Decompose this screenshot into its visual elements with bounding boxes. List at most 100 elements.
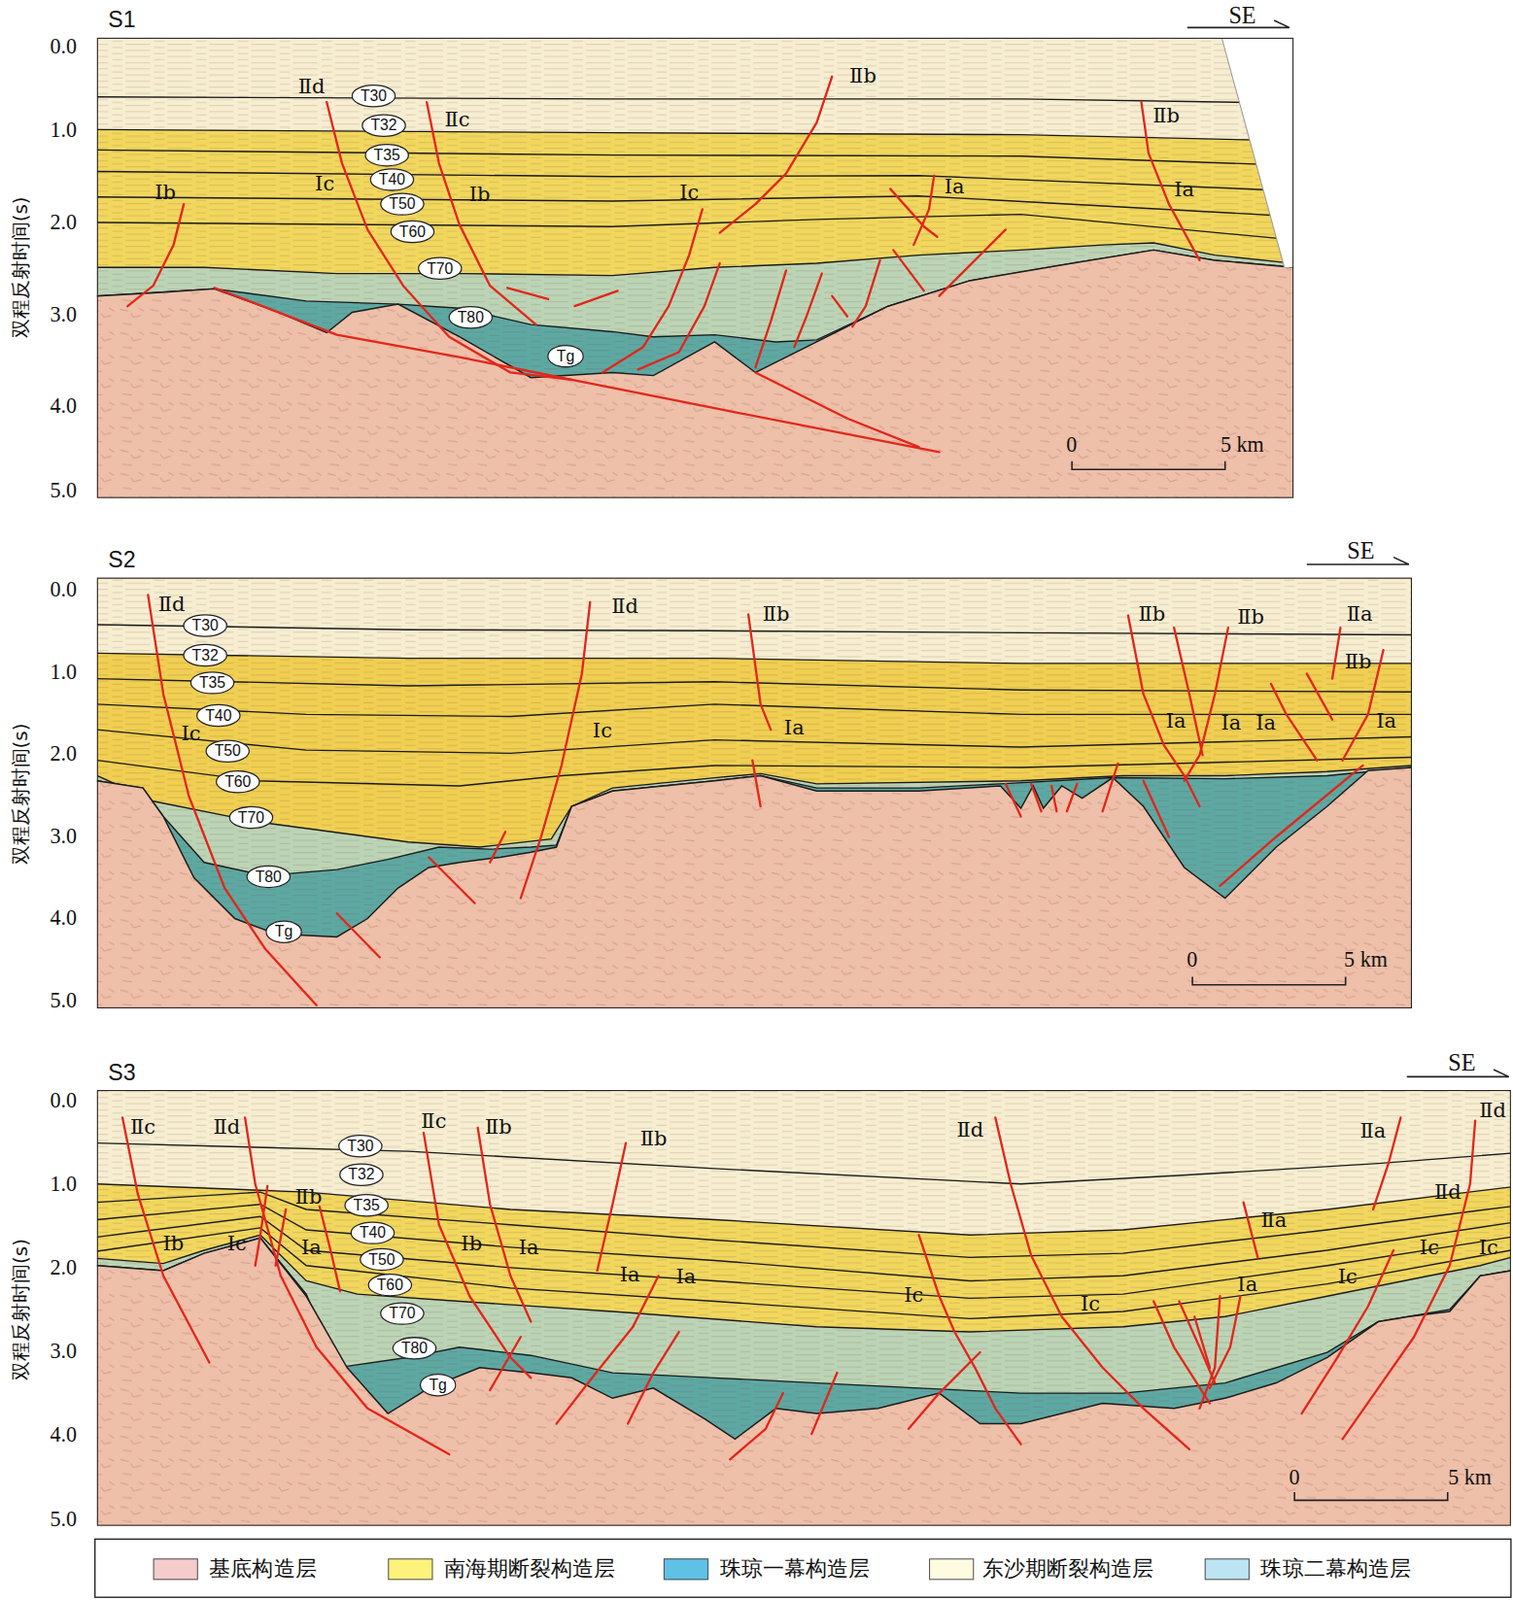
horizon-oval: T32 (361, 113, 407, 138)
horizon-name: Tg (419, 1373, 457, 1398)
seismic-graphic (97, 1090, 1512, 1527)
horizon-name: T35 (189, 670, 235, 695)
section-panel: S3T30T32T35T40T50T60T70T80Tg (97, 1090, 1512, 1527)
fault-label: Ⅱb (640, 1126, 668, 1151)
seismic-graphic (127, 204, 184, 307)
seismic-graphic (326, 102, 572, 380)
seismic-graphic (1342, 1121, 1477, 1441)
horizon-name: T35 (343, 1193, 389, 1218)
horizon-name: T30 (182, 613, 228, 638)
legend-swatch (387, 1558, 433, 1581)
fault-label: Ⅱa (1346, 601, 1374, 626)
axis-tick-label: 2.0 (49, 1255, 77, 1281)
seismic-graphic (423, 1133, 531, 1378)
seismic-graphic (852, 260, 880, 327)
seismic-graphic (489, 831, 506, 863)
fault-label: Ⅰa (675, 1264, 696, 1289)
seismic-graphic (97, 1237, 1512, 1440)
seismic-graphic (97, 129, 1294, 141)
seismic-graphic (1051, 786, 1057, 812)
horizon-name: T60 (367, 1272, 413, 1298)
seismic-graphic (337, 913, 380, 958)
fault-label: Ⅰa (619, 1262, 641, 1287)
seismic-graphic (729, 1393, 784, 1460)
seismic-graphic (319, 1206, 341, 1292)
axis-title: 双程反射时间(s) (6, 722, 34, 865)
axis-tick-label: 3.0 (49, 1339, 77, 1365)
seismic-graphic (755, 372, 919, 448)
fault-label: Ⅰb (469, 181, 491, 207)
seismic-graphic (97, 578, 1412, 1009)
horizon-oval: T30 (182, 613, 228, 638)
fault-label: Ⅰa (1173, 176, 1195, 202)
scale-label: 0 (1065, 432, 1077, 458)
fault-label: Ⅰc (903, 1282, 924, 1307)
fault-label: Ⅱb (849, 63, 877, 88)
seismic-graphic (939, 229, 1006, 296)
horizon-oval: T50 (379, 192, 425, 217)
fault-label: Ⅱb (1152, 103, 1180, 128)
seismic-graphic (478, 1128, 532, 1323)
seismic-graphic (720, 76, 833, 234)
horizon-name: T60 (389, 219, 435, 244)
fault-label: Ⅰa (301, 1235, 322, 1260)
seismic-graphic (893, 249, 925, 291)
seismic-graphic (1194, 1316, 1210, 1369)
seismic-graphic (1219, 765, 1363, 887)
seismic-graphic (275, 1209, 287, 1267)
fault-label: Ⅰa (944, 173, 965, 199)
horizon-name: T40 (369, 167, 414, 192)
horizon-oval: T80 (245, 864, 291, 890)
horizon-oval: T60 (367, 1272, 413, 1298)
faults-s1 (127, 76, 1200, 453)
horizon-oval: T80 (391, 1336, 437, 1361)
seismic-graphic (1222, 38, 1285, 268)
horizon-oval: Tg (265, 920, 303, 945)
horizon-name: T80 (447, 305, 493, 330)
seismic-graphic (748, 614, 771, 730)
seismic-graphic (97, 1090, 1512, 1527)
axis-tick-label: 1.0 (49, 658, 77, 685)
direction-label: SE (1447, 1050, 1476, 1077)
seismic-graphic (831, 296, 848, 317)
fault-label: Ⅰa (1375, 708, 1397, 733)
horizon-name: T30 (338, 1134, 383, 1159)
seismic-graphic (752, 760, 760, 807)
fault-label: Ⅰb (460, 1231, 482, 1256)
legend-text: 珠琼一幕构造层 (720, 1556, 870, 1582)
horizon-oval: Tg (419, 1373, 457, 1398)
legend-text: 南海期断裂构造层 (444, 1556, 617, 1582)
seismic-graphic (1031, 784, 1042, 812)
horizon-name: T80 (245, 864, 291, 890)
fault-label: Ⅰc (592, 718, 613, 743)
seismic-graphic (97, 242, 1294, 276)
horizon-name: T70 (379, 1302, 425, 1327)
section-s2-fill (97, 578, 1412, 1009)
seismic-graphic (507, 287, 549, 300)
axis-tick-label: 0.0 (49, 1087, 77, 1113)
horizon-name: T50 (379, 192, 425, 217)
seismic-graphic (244, 1117, 449, 1455)
seismic-graphic (755, 270, 787, 368)
fault-label: Ⅱc (420, 1108, 447, 1134)
seismic-graphic (638, 263, 721, 370)
seismic-graphic (97, 37, 1294, 499)
seismic-graphic (97, 37, 1294, 499)
seismic-graphic (1302, 1250, 1395, 1414)
scale-label: 5 km (1343, 946, 1388, 972)
fault-label: Ⅱb (1137, 601, 1166, 626)
horizon-name: T80 (391, 1336, 437, 1361)
seismic-graphic (97, 729, 1412, 754)
seismic-graphic (602, 208, 703, 373)
seismic-graphic (520, 602, 590, 899)
seismic-graphic (919, 1235, 1022, 1445)
fault-label: Ⅱd (956, 1117, 984, 1142)
fault-label: Ⅰb (163, 1231, 185, 1256)
fault-label: Ⅰc (314, 171, 335, 197)
horizon-oval: T40 (369, 167, 414, 192)
horizon-oval: T80 (447, 305, 493, 330)
axis-tick-label: 5.0 (49, 1506, 77, 1532)
fault-label: Ⅱd (298, 73, 326, 99)
horizon-oval: T40 (196, 703, 241, 728)
